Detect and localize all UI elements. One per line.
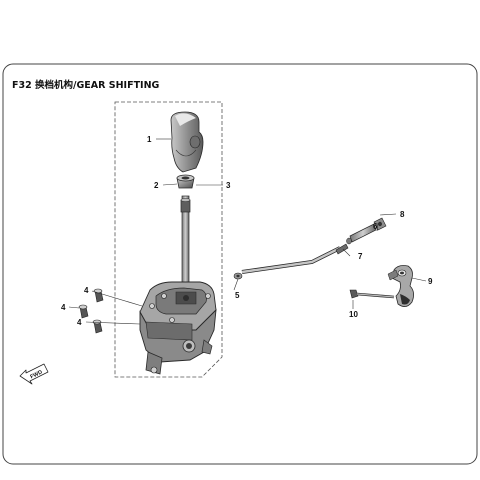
- shift-knob: [170, 111, 204, 173]
- shift-lever-rod: [180, 195, 191, 297]
- ball-joint-nut: [373, 217, 387, 231]
- callout-4c: 4: [77, 318, 82, 327]
- rod-end-fitting: [346, 223, 377, 245]
- callout-2: 2: [154, 181, 159, 190]
- callout-5: 5: [235, 291, 240, 300]
- bushing-upper: [93, 288, 104, 303]
- knob-nut: [176, 174, 195, 189]
- shift-arm: [387, 265, 414, 307]
- shift-link-rod: [233, 243, 349, 280]
- assembly-group-box: [114, 101, 223, 378]
- callout-7: 7: [358, 252, 363, 261]
- callout-10: 10: [349, 310, 358, 319]
- callout-1: 1: [147, 135, 152, 144]
- fwd-label: FWD: [30, 369, 44, 380]
- bushing-lower: [92, 319, 103, 334]
- shifter-housing: [139, 281, 217, 375]
- page-title: F32 换档机构/GEAR SHIFTING: [12, 79, 160, 91]
- callout-3: 3: [226, 181, 231, 190]
- callout-8: 8: [400, 210, 405, 219]
- callout-6: 6: [373, 222, 378, 231]
- bushing-middle: [78, 304, 89, 319]
- callout-4b: 4: [61, 303, 66, 312]
- page-frame: [2, 63, 478, 465]
- callout-9: 9: [428, 277, 433, 286]
- bolt: [349, 289, 395, 299]
- callout-4a: 4: [84, 286, 89, 295]
- leader-lines: [68, 138, 427, 325]
- fwd-arrow-icon: FWD: [19, 363, 49, 385]
